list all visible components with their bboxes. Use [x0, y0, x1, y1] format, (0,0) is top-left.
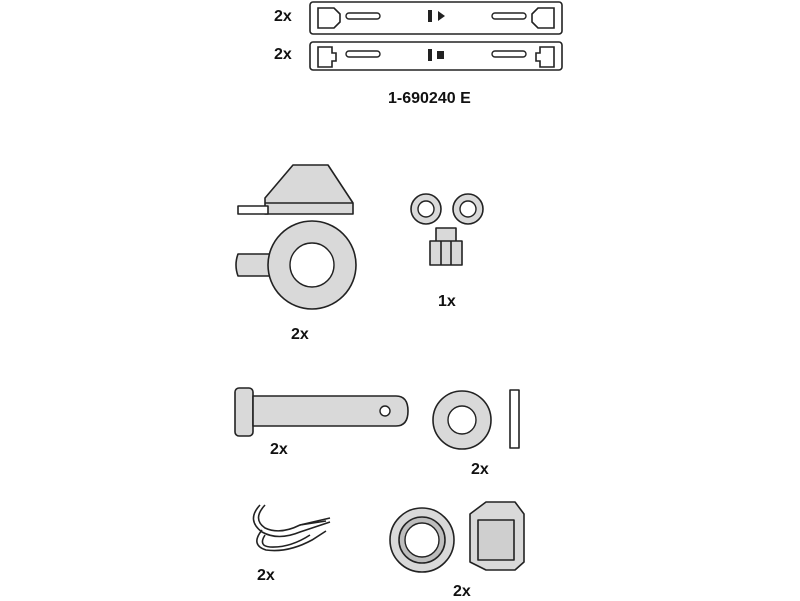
spring-clip-icon	[252, 504, 331, 552]
quantity-label-clevis-pin: 2x	[270, 441, 288, 458]
spring-plate-upper-icon	[309, 1, 563, 35]
nut-and-washers-icon	[410, 193, 484, 266]
quantity-label-nut-and-washers: 1x	[438, 293, 456, 310]
part-number: 1-690240 E	[388, 90, 471, 107]
quantity-label-spring-clip: 2x	[257, 567, 275, 584]
flat-washer-icon	[432, 389, 520, 450]
spring-plate-lower-icon	[309, 41, 563, 71]
quantity-label-spring-plate-lower: 2x	[274, 46, 292, 63]
bushing-and-sleeve-icon	[389, 501, 525, 573]
eccentric-cam-icon	[235, 164, 357, 310]
clevis-pin-icon	[234, 387, 409, 437]
quantity-label-spring-plate-upper: 2x	[274, 8, 292, 25]
quantity-label-bushing-and-sleeve: 2x	[453, 583, 471, 600]
quantity-label-flat-washer: 2x	[471, 461, 489, 478]
quantity-label-eccentric-cam: 2x	[291, 326, 309, 343]
